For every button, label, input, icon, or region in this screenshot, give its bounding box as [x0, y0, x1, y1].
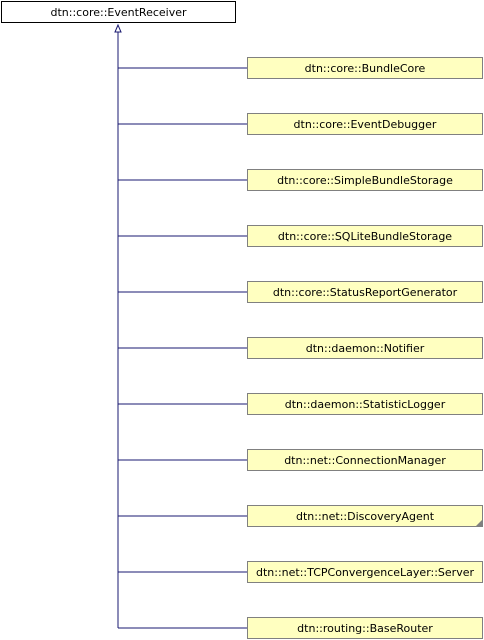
- inheritance-arrow-icon: [114, 23, 122, 33]
- derived-class-label: dtn::net::ConnectionManager: [284, 454, 446, 467]
- derived-class-node[interactable]: dtn::core::SimpleBundleStorage: [247, 169, 483, 191]
- derived-class-node[interactable]: dtn::routing::BaseRouter: [247, 617, 483, 639]
- edge-group: [114, 23, 247, 629]
- derived-class-label: dtn::net::TCPConvergenceLayer::Server: [255, 566, 475, 579]
- derived-class-label: dtn::core::EventDebugger: [293, 118, 437, 131]
- derived-class-label: dtn::core::SimpleBundleStorage: [277, 174, 453, 187]
- derived-class-node[interactable]: dtn::daemon::Notifier: [247, 337, 483, 359]
- derived-class-node[interactable]: dtn::core::SQLiteBundleStorage: [247, 225, 483, 247]
- derived-class-label: dtn::core::StatusReportGenerator: [272, 286, 458, 299]
- derived-class-node[interactable]: dtn::core::BundleCore: [247, 57, 483, 79]
- derived-class-node[interactable]: dtn::net::ConnectionManager: [247, 449, 483, 471]
- truncated-marker-icon: [476, 520, 482, 526]
- derived-class-label: dtn::core::BundleCore: [304, 62, 426, 75]
- root-class-label: dtn::core::EventReceiver: [50, 6, 187, 19]
- derived-class-label: dtn::daemon::StatisticLogger: [284, 398, 446, 411]
- derived-class-label: dtn::net::DiscoveryAgent: [295, 510, 435, 523]
- derived-class-node[interactable]: dtn::daemon::StatisticLogger: [247, 393, 483, 415]
- derived-class-label: dtn::core::SQLiteBundleStorage: [277, 230, 453, 243]
- derived-class-node[interactable]: dtn::core::StatusReportGenerator: [247, 281, 483, 303]
- derived-class-node[interactable]: dtn::net::TCPConvergenceLayer::Server: [247, 561, 483, 583]
- derived-class-node[interactable]: dtn::core::EventDebugger: [247, 113, 483, 135]
- derived-class-label: dtn::daemon::Notifier: [305, 342, 425, 355]
- derived-class-node[interactable]: dtn::net::DiscoveryAgent: [247, 505, 483, 527]
- root-class-node: dtn::core::EventReceiver: [1, 1, 236, 23]
- derived-class-label: dtn::routing::BaseRouter: [297, 622, 433, 635]
